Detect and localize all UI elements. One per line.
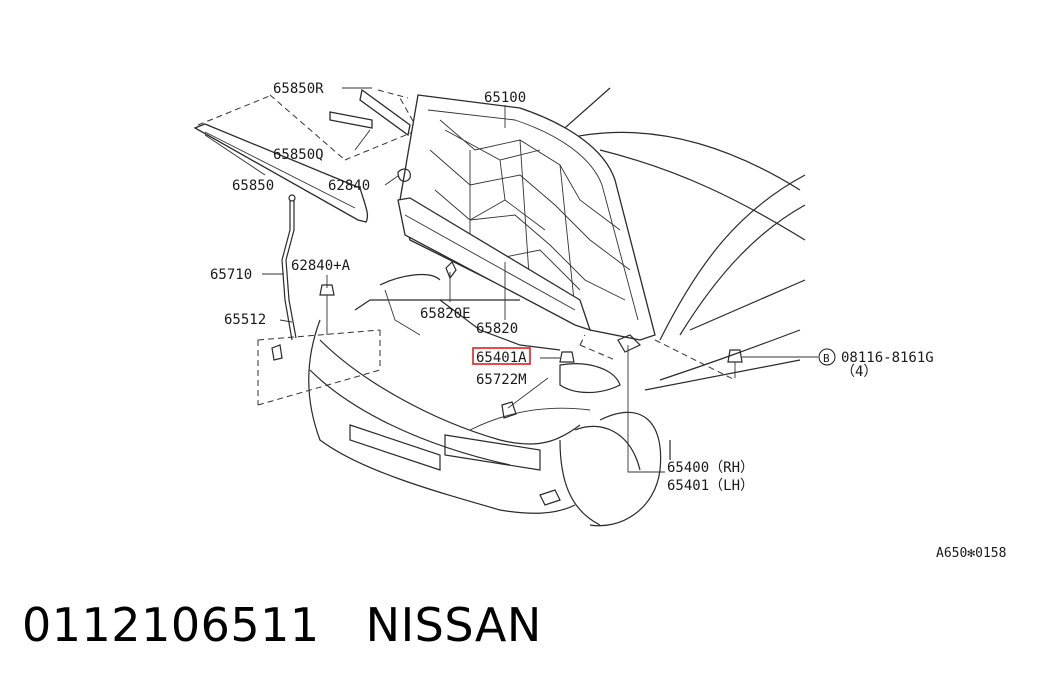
label-65820: 65820 — [476, 321, 518, 337]
label-65722m: 65722M — [476, 372, 527, 388]
label-62840a: 62840+A — [291, 258, 351, 274]
bolt-circle-letter: B — [823, 352, 830, 365]
bolt-circle-marker — [818, 348, 836, 366]
label-65400: 65400（RH） — [667, 460, 754, 476]
label-65710: 65710 — [210, 267, 252, 283]
hood-assembly-diagram: 65850R 65850Q 65850 62840 65100 65710 62… — [193, 81, 1006, 561]
label-65850r: 65850R — [273, 81, 324, 97]
label-65850: 65850 — [232, 178, 274, 194]
label-65401: 65401（LH） — [667, 478, 754, 494]
diagram-ref-code: A650✻0158 — [936, 546, 1006, 561]
fasteners — [319, 168, 743, 473]
label-bolt: 08116-8161G — [841, 350, 934, 366]
hood-weatherstrip — [193, 123, 369, 223]
highlight-box — [472, 347, 531, 365]
brand-name: NISSAN — [365, 598, 542, 652]
hood-insulator — [397, 197, 592, 332]
label-65512: 65512 — [224, 312, 266, 328]
part-caption: 0112106511 NISSAN — [22, 598, 542, 652]
part-labels: 65850R 65850Q 65850 62840 65100 65710 62… — [210, 81, 1006, 561]
label-65850q: 65850Q — [273, 147, 324, 163]
part-number: 0112106511 — [22, 598, 320, 652]
label-65100: 65100 — [484, 90, 526, 106]
leader-lines — [204, 87, 818, 409]
label-65820e: 65820E — [420, 306, 471, 322]
label-62840: 62840 — [328, 178, 370, 194]
label-65401a: 65401A — [476, 350, 527, 366]
seal-strips — [197, 88, 419, 161]
label-bolt-qty: （4） — [841, 364, 877, 380]
car-body-outline — [308, 87, 806, 527]
hood-support-rod — [257, 194, 381, 406]
